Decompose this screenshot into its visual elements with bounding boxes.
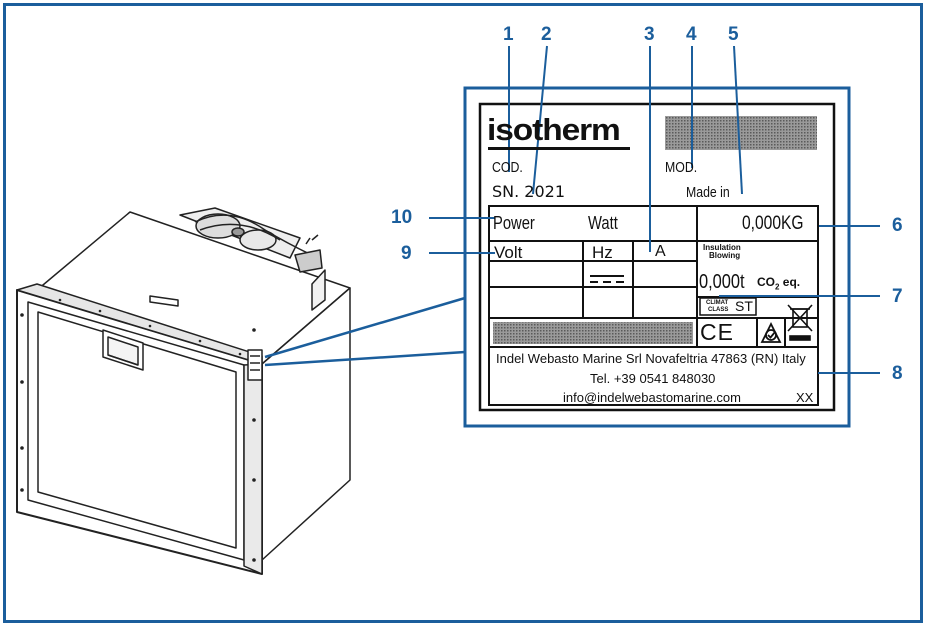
compressor-unit <box>179 207 323 273</box>
code-suffix: XX <box>796 390 814 405</box>
company-phone: Tel. +39 0541 848030 <box>590 371 716 386</box>
mod-label: MOD. <box>665 159 698 176</box>
callout-8: 8 <box>892 363 903 384</box>
weight-value: 0,000KG <box>742 213 804 234</box>
watt-label: Watt <box>588 213 618 233</box>
callout-9: 9 <box>401 243 412 264</box>
callout-3: 3 <box>644 24 655 45</box>
brand-logo: isotherm <box>487 112 621 147</box>
callout-5: 5 <box>728 24 739 45</box>
serial-number-label: SN. 2021 <box>492 182 566 201</box>
company-email: info@indelwebastomarine.com <box>563 390 741 405</box>
climate-class-line2: CLASS <box>708 307 729 313</box>
callout-6: 6 <box>892 215 903 236</box>
company-address: Indel Webasto Marine Srl Novafeltria 478… <box>496 351 806 366</box>
brand-underline <box>488 147 630 150</box>
rcm-mark-icon <box>760 321 782 343</box>
climate-class-value: ST <box>735 298 753 314</box>
screws <box>20 298 256 562</box>
weee-bin-icon <box>787 304 813 341</box>
co2-value: 0,000t <box>699 271 745 293</box>
leader-lines <box>429 45 880 374</box>
rating-plate-location <box>247 349 263 381</box>
rating-plate <box>463 86 851 428</box>
made-in-label: Made in <box>686 184 730 201</box>
dc-symbol <box>590 275 624 283</box>
climate-class-line1: CLIMAT <box>706 300 729 306</box>
power-label: Power <box>493 213 535 233</box>
zoom-lines <box>264 296 466 367</box>
serial-barcode-area <box>493 322 693 344</box>
co2-unit-label: CO2 eq. <box>757 275 801 292</box>
callout-10: 10 <box>391 207 413 228</box>
cod-label: COD. <box>492 159 523 176</box>
ce-mark-icon: CE <box>700 319 734 345</box>
insulation-label-line2: Blowing <box>709 251 741 260</box>
diagram-svg <box>16 45 880 575</box>
insulation-label-line1: Insulation <box>703 243 741 252</box>
callout-2: 2 <box>541 24 552 45</box>
model-barcode-area <box>665 116 817 150</box>
callout-1: 1 <box>503 24 514 45</box>
volt-label: Volt <box>494 243 523 262</box>
door-handle <box>102 329 144 371</box>
ampere-label: A <box>655 243 666 260</box>
refrigerator-illustration <box>16 207 351 575</box>
hz-label: Hz <box>592 243 613 262</box>
callout-4: 4 <box>686 24 697 45</box>
callout-7: 7 <box>892 286 903 307</box>
